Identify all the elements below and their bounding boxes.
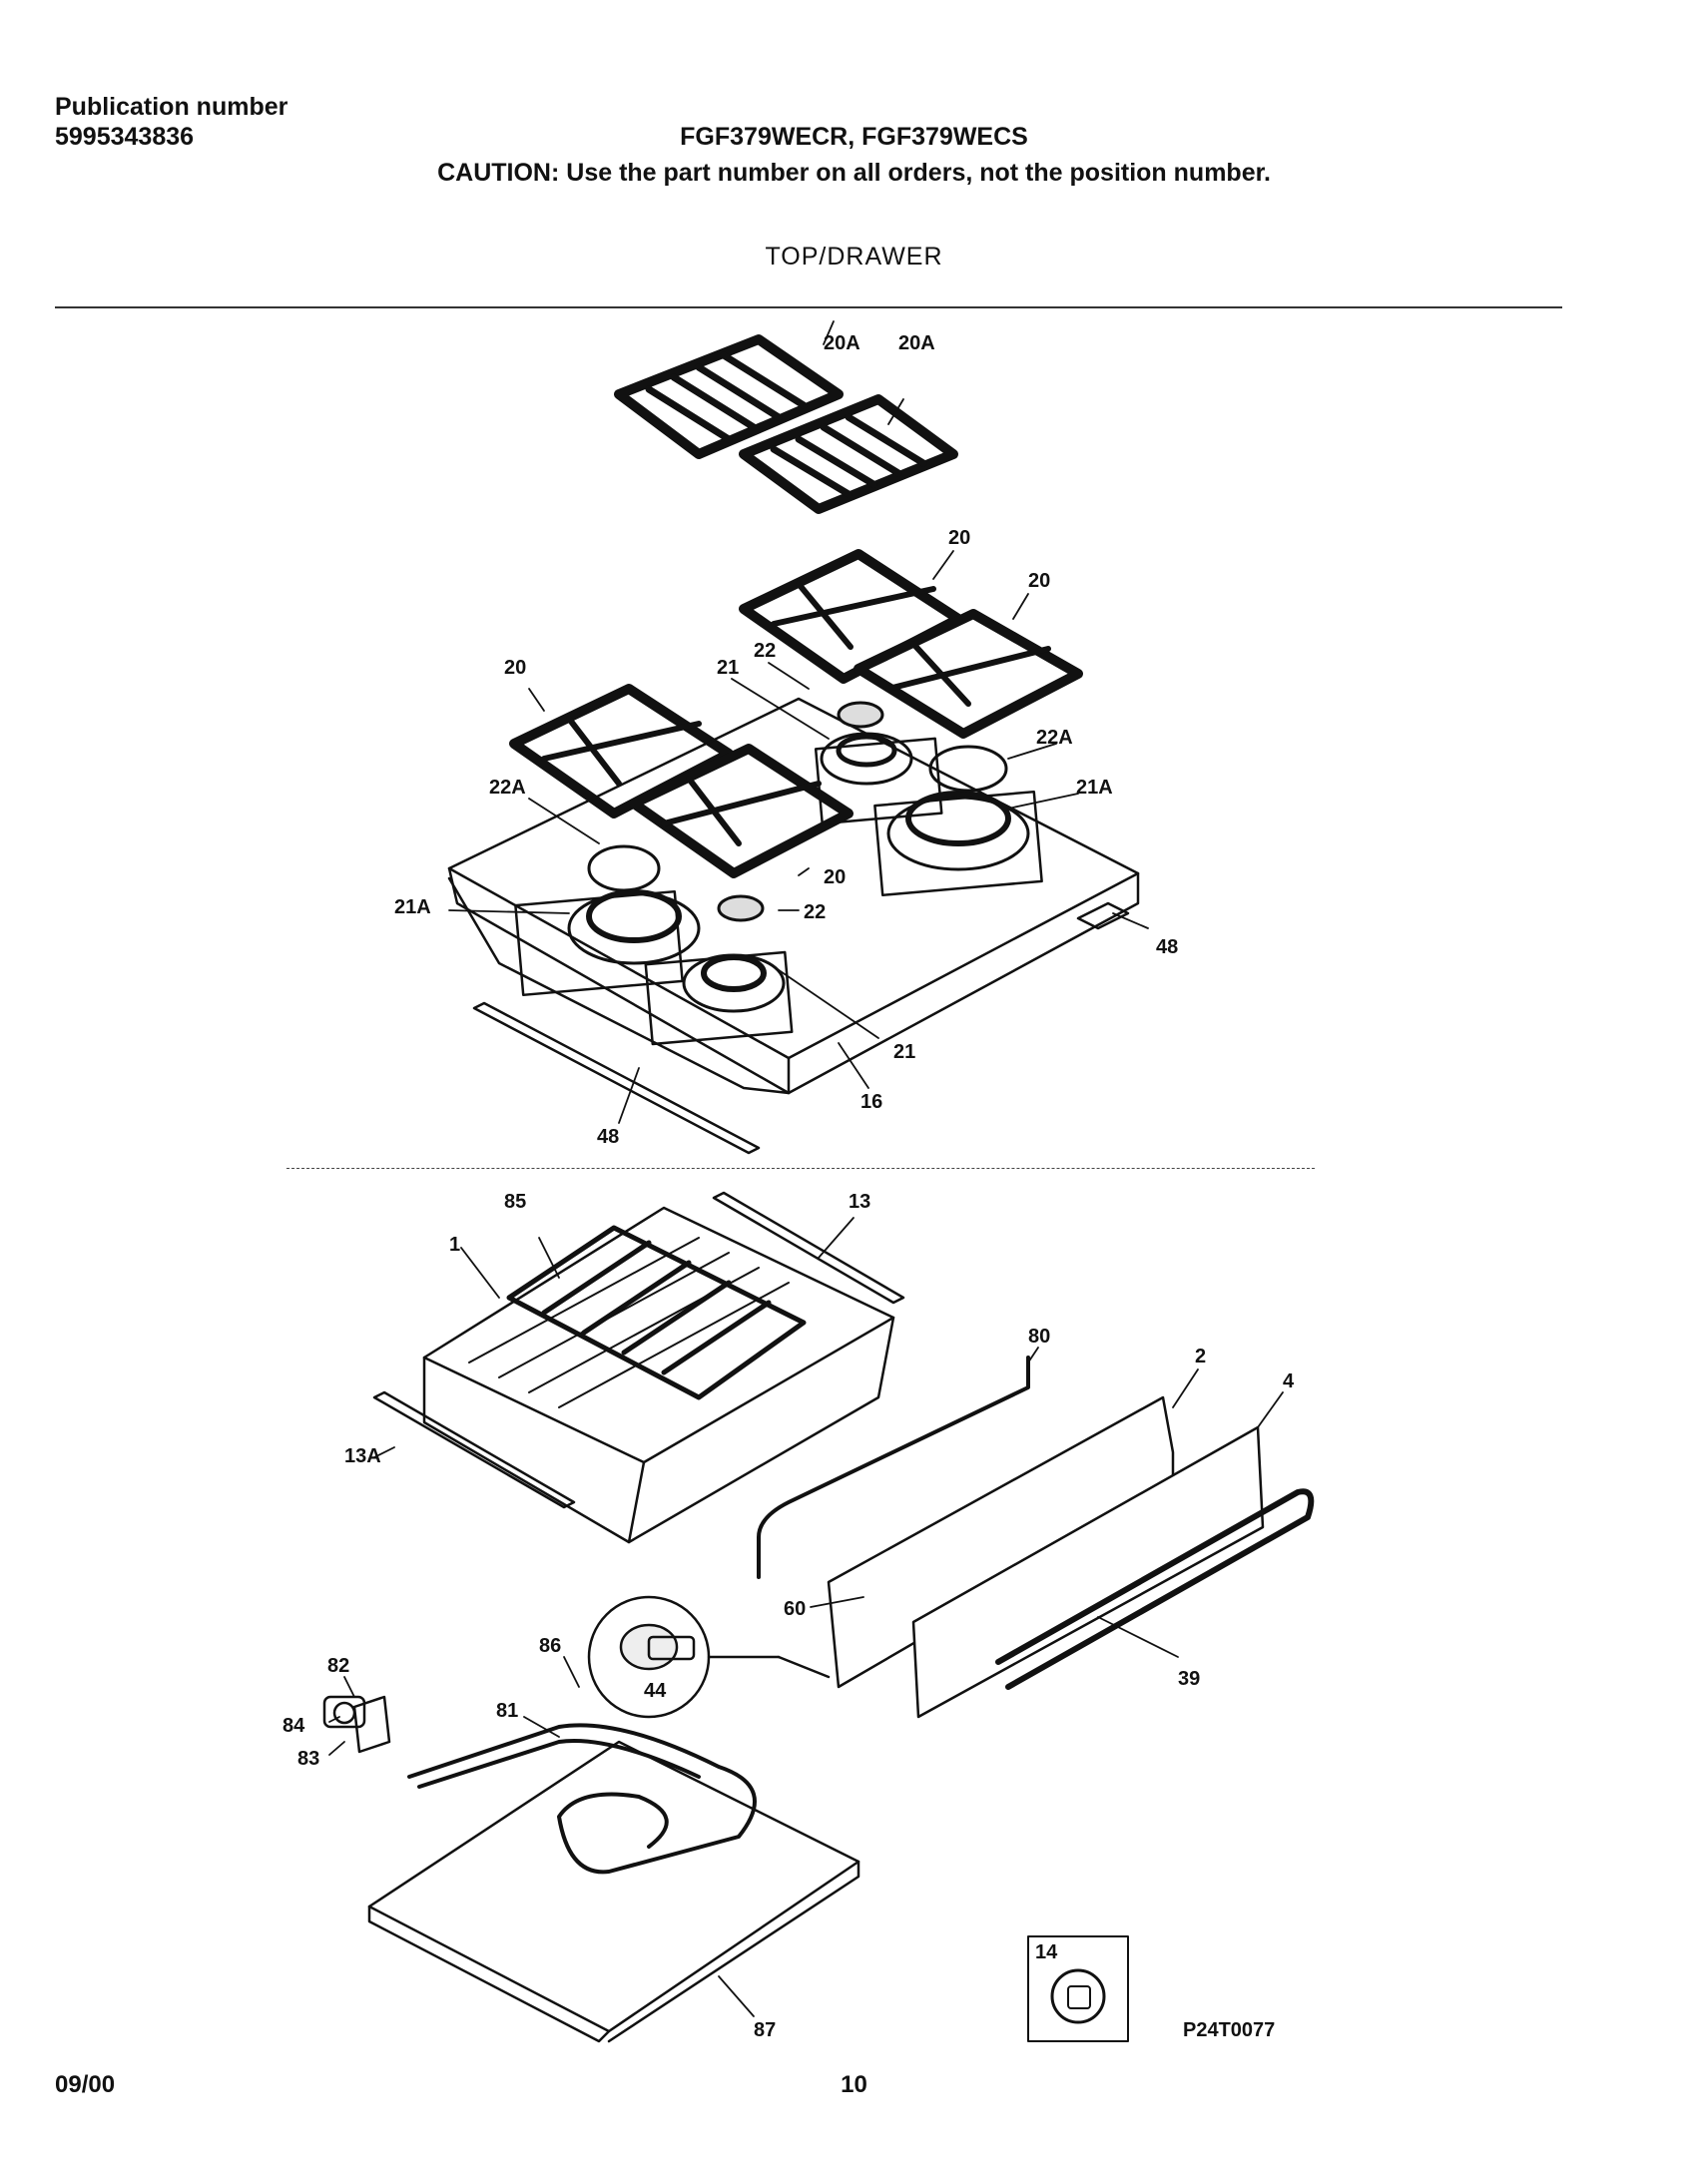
part-label-60: 60: [784, 1598, 806, 1620]
publication-label: Publication number: [55, 93, 288, 121]
section-title: TOP/DRAWER: [765, 243, 943, 271]
part-label-21-2: 21: [893, 1041, 915, 1063]
cooktop-main-top: [447, 697, 1140, 1095]
broiler-drawer: [422, 1206, 895, 1544]
burners-and-caps: [567, 701, 1030, 1013]
part-label-80: 80: [1028, 1326, 1050, 1348]
part-label-14: 14: [1035, 1941, 1058, 1963]
callout-leaders: [328, 320, 1284, 2017]
part-label-1: 1: [449, 1234, 460, 1256]
part-label-81: 81: [496, 1700, 518, 1722]
part-label-13A: 13A: [344, 1445, 381, 1467]
part-label-21A-2: 21A: [394, 896, 431, 918]
part-label-20-4: 20: [824, 866, 846, 888]
part-label-21-1: 21: [717, 657, 739, 679]
part-label-13: 13: [849, 1191, 870, 1213]
part-label-22A-2: 22A: [489, 777, 526, 799]
griddle-grates: [614, 334, 958, 514]
part-label-84: 84: [283, 1715, 305, 1737]
figure-code: P24T0077: [1183, 2019, 1275, 2041]
part-label-86: 86: [539, 1635, 561, 1657]
publication-number: 5995343836: [55, 123, 195, 151]
part-label-20A-1: 20A: [824, 332, 860, 354]
part-label-87: 87: [754, 2019, 776, 2041]
trim-strip-front: [472, 1001, 761, 1155]
part-label-48-1: 48: [1156, 936, 1178, 958]
drawer-handle: [995, 1488, 1315, 1690]
drawer-slide-right: [712, 1191, 905, 1305]
header-divider: [55, 306, 1562, 308]
part-label-20-1: 20: [948, 527, 970, 549]
broil-element-assembly: [367, 1723, 860, 2043]
part-label-39: 39: [1178, 1668, 1200, 1690]
spacer-callout: [587, 1595, 831, 1719]
part-label-85: 85: [504, 1191, 526, 1213]
part-14-box: [1027, 1935, 1129, 2042]
part-label-21A-1: 21A: [1076, 777, 1113, 799]
part-label-44: 44: [644, 1680, 667, 1702]
part-label-20A-2: 20A: [898, 332, 935, 354]
part-label-16: 16: [860, 1091, 882, 1113]
valve-bracket: [322, 1695, 391, 1754]
drawer-outer-panel: [911, 1425, 1265, 1719]
drawer-front-panel: [827, 1395, 1175, 1689]
part-label-22-1: 22: [754, 640, 776, 662]
part-label-82: 82: [327, 1655, 349, 1677]
part-label-22-2: 22: [804, 901, 826, 923]
part-label-2: 2: [1195, 1346, 1206, 1367]
broiler-rack: [506, 1225, 807, 1400]
part-label-20-3: 20: [504, 657, 526, 679]
model-numbers: FGF379WECR, FGF379WECS: [680, 123, 1028, 151]
part-label-22A-1: 22A: [1036, 727, 1073, 749]
part-label-48-2: 48: [597, 1126, 619, 1148]
burner-grates: [509, 549, 1083, 878]
trim-strip-right: [1076, 901, 1130, 930]
section-divider: [286, 1168, 1315, 1169]
page-number: 10: [841, 2071, 867, 2098]
part-label-83: 83: [297, 1748, 319, 1770]
drawer-slide-left: [372, 1390, 576, 1509]
caution-note: CAUTION: Use the part number on all orde…: [437, 159, 1271, 187]
part-label-20-2: 20: [1028, 570, 1050, 592]
gasket-rod: [757, 1356, 1030, 1579]
footer-date: 09/00: [55, 2071, 116, 2098]
part-label-4: 4: [1283, 1370, 1295, 1392]
